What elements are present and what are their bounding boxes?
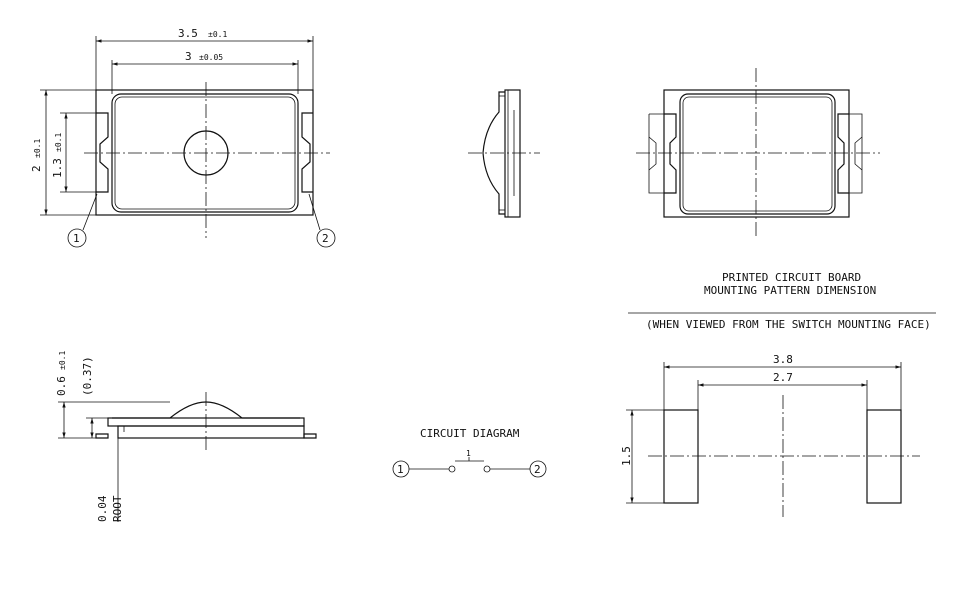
bottom-view (636, 68, 880, 238)
circuit-contact-right (483, 465, 491, 473)
circuit-terminal-2-label: 2 (534, 463, 541, 476)
terminal-2-callout (316, 228, 336, 248)
terminal-left (96, 112, 109, 193)
dim-pcb-width-outer: 3.8 (773, 353, 793, 366)
pcb-title-line2: MOUNTING PATTERN DIMENSION (704, 284, 876, 297)
pcb-subtitle: (WHEN VIEWED FROM THE SWITCH MOUNTING FA… (646, 318, 931, 331)
end-view (468, 89, 540, 218)
dim-height-overall: 2 (30, 165, 43, 172)
dim-width-body-tol: ±0.05 (199, 53, 223, 62)
top-view: 3.5 ±0.1 3 ±0.05 2 ±0.1 1.3 ±0.1 1 2 (30, 27, 336, 248)
dim-pcb-width-inner: 2.7 (773, 371, 793, 384)
dim-width-body: 3 (185, 50, 192, 63)
terminal-1-callout (67, 228, 87, 248)
profile-view: 0.6 ±0.1 (0.37) 0.04 ROOT (55, 351, 317, 522)
circuit-title: CIRCUIT DIAGRAM (420, 427, 520, 440)
dim-height-total: 0.6 (55, 376, 68, 396)
root-label: ROOT (111, 495, 124, 522)
circuit-contact-left (448, 465, 456, 473)
terminal-right (301, 112, 313, 193)
terminal-2-label: 2 (322, 232, 329, 245)
dim-width-overall-tol: ±0.1 (208, 30, 227, 39)
pcb-pattern: PRINTED CIRCUIT BOARD MOUNTING PATTERN D… (620, 271, 936, 517)
dim-height-total-tol: ±0.1 (58, 351, 67, 370)
circuit-diagram: CIRCUIT DIAGRAM 1 1 2 (392, 427, 547, 478)
dim-height-overall-tol: ±0.1 (33, 139, 42, 158)
dim-height-terminal: 1.3 (51, 158, 64, 178)
circuit-switch-label: 1 (466, 449, 471, 458)
circuit-terminal-1-label: 1 (397, 463, 404, 476)
dim-height-terminal-tol: ±0.1 (54, 133, 63, 152)
pcb-pad-left (663, 409, 699, 504)
dim-pcb-pad-height: 1.5 (620, 446, 633, 466)
dim-root-gap: 0.04 (96, 495, 109, 522)
terminal-1-label: 1 (73, 232, 80, 245)
pcb-title-line1: PRINTED CIRCUIT BOARD (722, 271, 861, 284)
circuit-terminal-2 (529, 460, 547, 478)
dim-width-overall: 3.5 (178, 27, 198, 40)
pcb-pad-right (866, 409, 902, 504)
dim-height-body: (0.37) (81, 356, 94, 396)
